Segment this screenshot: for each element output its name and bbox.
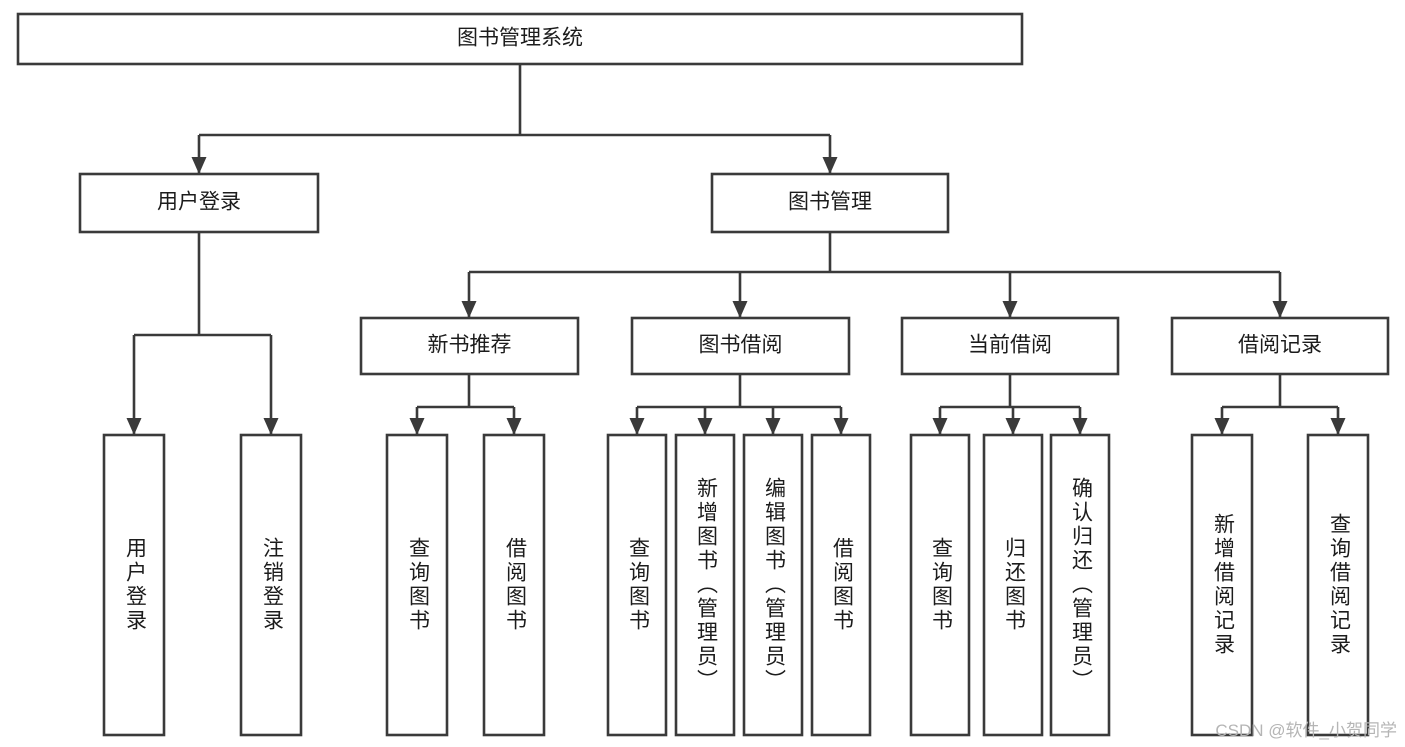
connector-bookborrow-to-leaves — [629, 374, 849, 435]
node-box-book-borrow — [630, 316, 851, 376]
connector-borrowrecord-to-leaves — [1214, 374, 1346, 435]
node-label-root: 图书管理系统 — [457, 27, 583, 50]
node-leaf-query-books-rec[interactable]: 查询图书 — [385, 433, 449, 737]
node-current-borrow[interactable]: 当前借阅 — [900, 316, 1120, 376]
node-box-leaf-logout — [239, 433, 303, 737]
node-label-leaf-confirm-return-admin: 确认归还（管理员） — [1069, 477, 1093, 693]
arrow-head-icon — [765, 418, 781, 435]
node-box-leaf-query-books-current — [909, 433, 971, 737]
node-box-leaf-add-borrow-record — [1190, 433, 1254, 737]
node-leaf-borrow-books[interactable]: 借阅图书 — [810, 433, 872, 737]
node-user-login[interactable]: 用户登录 — [78, 172, 320, 234]
connector-currentborrow-to-leaves — [932, 374, 1088, 435]
node-box-leaf-add-book-admin — [674, 433, 736, 737]
node-box-leaf-borrow-books — [810, 433, 872, 737]
node-leaf-user-login[interactable]: 用户登录 — [102, 433, 166, 737]
arrow-head-icon — [732, 301, 748, 318]
arrow-head-icon — [1072, 418, 1088, 435]
node-label-leaf-add-book-admin: 新增图书（管理员） — [694, 477, 718, 693]
node-leaf-logout[interactable]: 注销登录 — [239, 433, 303, 737]
node-label-leaf-user-login: 用户登录 — [123, 537, 147, 633]
arrow-head-icon — [1005, 418, 1021, 435]
arrow-head-icon — [697, 418, 713, 435]
node-book-borrow[interactable]: 图书借阅 — [630, 316, 851, 376]
arrow-head-icon — [1002, 301, 1018, 318]
connector-bookmgmt-to-level3 — [461, 232, 1288, 318]
node-box-leaf-user-login — [102, 433, 166, 737]
node-box-leaf-query-books-borrow — [606, 433, 668, 737]
arrow-head-icon — [126, 418, 142, 435]
node-borrow-record[interactable]: 借阅记录 — [1170, 316, 1390, 376]
node-box-leaf-return-books — [982, 433, 1044, 737]
node-leaf-add-borrow-record[interactable]: 新增借阅记录 — [1190, 433, 1254, 737]
arrow-head-icon — [833, 418, 849, 435]
arrow-head-icon — [629, 418, 645, 435]
node-leaf-query-books-borrow[interactable]: 查询图书 — [606, 433, 668, 737]
arrow-head-icon — [506, 418, 522, 435]
connector-newbook-to-leaves — [409, 374, 522, 435]
connector-root-to-level2 — [191, 64, 838, 174]
node-label-leaf-borrow-books: 借阅图书 — [830, 537, 854, 633]
node-label-leaf-edit-book-admin: 编辑图书（管理员） — [762, 477, 786, 693]
arrow-head-icon — [1272, 301, 1288, 318]
node-box-leaf-edit-book-admin — [742, 433, 804, 737]
node-root[interactable]: 图书管理系统 — [16, 12, 1024, 66]
node-leaf-query-borrow-record[interactable]: 查询借阅记录 — [1306, 433, 1370, 737]
node-label-leaf-query-books-current: 查询图书 — [929, 537, 953, 633]
node-box-leaf-borrow-books-rec — [482, 433, 546, 737]
connector-userlogin-to-leaves — [126, 232, 279, 435]
node-layer: 图书管理系统用户登录图书管理新书推荐图书借阅当前借阅借阅记录用户登录注销登录查询… — [16, 12, 1390, 737]
node-box-leaf-query-borrow-record — [1306, 433, 1370, 737]
arrow-head-icon — [932, 418, 948, 435]
arrow-head-icon — [1214, 418, 1230, 435]
node-label-leaf-query-borrow-record: 查询借阅记录 — [1327, 513, 1351, 657]
node-box-new-book-recommend — [359, 316, 580, 376]
node-leaf-add-book-admin[interactable]: 新增图书（管理员） — [674, 433, 736, 737]
arrow-head-icon — [191, 157, 207, 174]
node-leaf-confirm-return-admin[interactable]: 确认归还（管理员） — [1049, 433, 1111, 737]
node-label-leaf-query-books-borrow: 查询图书 — [626, 537, 650, 633]
arrow-head-icon — [822, 157, 838, 174]
node-leaf-edit-book-admin[interactable]: 编辑图书（管理员） — [742, 433, 804, 737]
node-new-book-recommend[interactable]: 新书推荐 — [359, 316, 580, 376]
node-leaf-borrow-books-rec[interactable]: 借阅图书 — [482, 433, 546, 737]
node-label-leaf-return-books: 归还图书 — [1002, 537, 1026, 633]
node-label-new-book-recommend: 新书推荐 — [428, 334, 512, 357]
node-label-book-management: 图书管理 — [788, 191, 872, 214]
node-label-book-borrow: 图书借阅 — [699, 334, 783, 357]
arrow-head-icon — [263, 418, 279, 435]
node-label-leaf-logout: 注销登录 — [260, 537, 284, 633]
connector-layer — [126, 64, 1346, 435]
node-box-leaf-confirm-return-admin — [1049, 433, 1111, 737]
node-label-borrow-record: 借阅记录 — [1238, 334, 1322, 357]
node-book-management[interactable]: 图书管理 — [710, 172, 950, 234]
node-box-borrow-record — [1170, 316, 1390, 376]
node-box-current-borrow — [900, 316, 1120, 376]
node-box-leaf-query-books-rec — [385, 433, 449, 737]
arrow-head-icon — [1330, 418, 1346, 435]
node-label-leaf-query-books-rec: 查询图书 — [406, 537, 430, 633]
node-box-root — [16, 12, 1024, 66]
node-label-current-borrow: 当前借阅 — [968, 334, 1052, 357]
node-leaf-return-books[interactable]: 归还图书 — [982, 433, 1044, 737]
node-leaf-query-books-current[interactable]: 查询图书 — [909, 433, 971, 737]
node-label-user-login: 用户登录 — [157, 191, 241, 214]
arrow-head-icon — [409, 418, 425, 435]
node-label-leaf-add-borrow-record: 新增借阅记录 — [1211, 513, 1235, 657]
node-box-book-management — [710, 172, 950, 234]
node-box-user-login — [78, 172, 320, 234]
node-label-leaf-borrow-books-rec: 借阅图书 — [503, 537, 527, 633]
arrow-head-icon — [461, 301, 477, 318]
